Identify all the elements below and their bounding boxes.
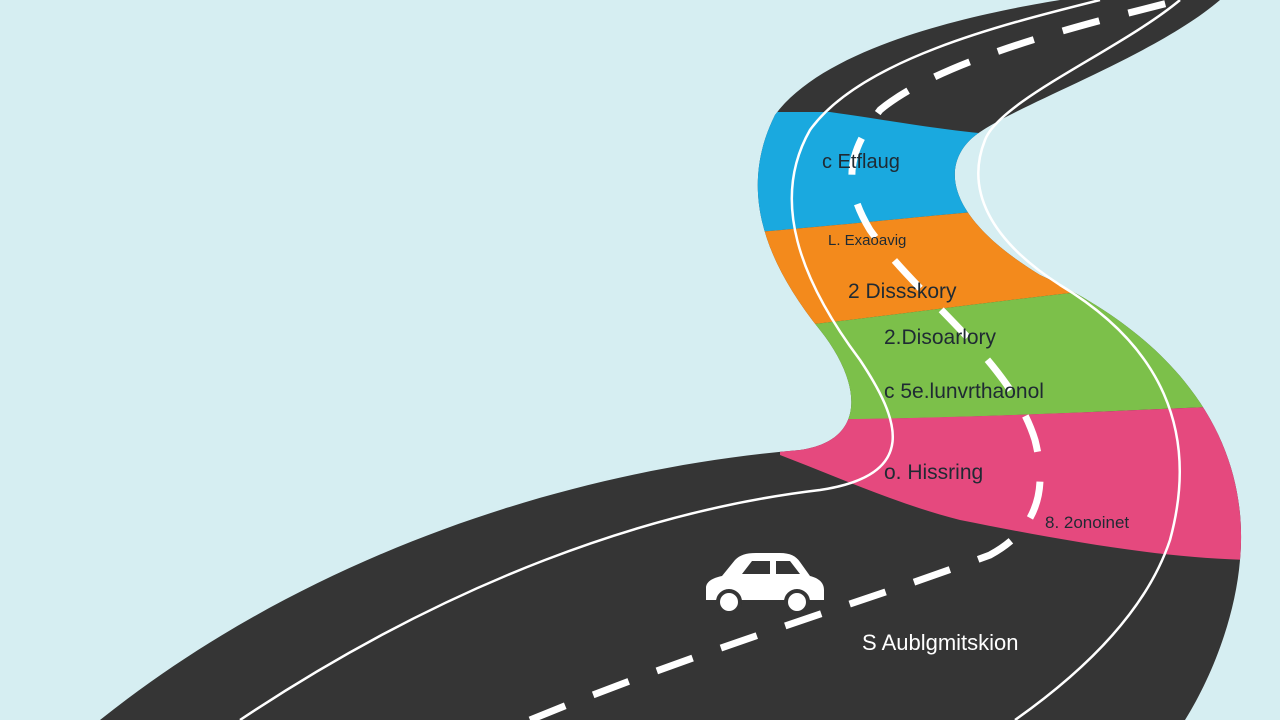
road-edge-line-right (977, 0, 1181, 720)
band-pink (780, 405, 1242, 560)
label-road: S Aublgmitskion (862, 630, 1019, 655)
winding-road (100, 0, 1242, 720)
road-edge-line-left (239, 0, 1101, 720)
label-pink-bottom: 8. 2onoinet (1045, 513, 1129, 532)
label-orange: 2 Dissskory (848, 280, 957, 303)
label-blue: c Etflaug (822, 151, 900, 173)
stage-bands (700, 112, 1242, 560)
label-orange-small: L. Exaoavig (828, 232, 906, 249)
label-green-bottom: c 5e.lunvrthaonol (884, 380, 1044, 403)
label-pink-top: o. Hissring (884, 461, 983, 484)
car-icon (706, 553, 824, 615)
road-center-dashes (528, 0, 1181, 720)
label-green-top: 2.Disoarlory (884, 326, 997, 349)
